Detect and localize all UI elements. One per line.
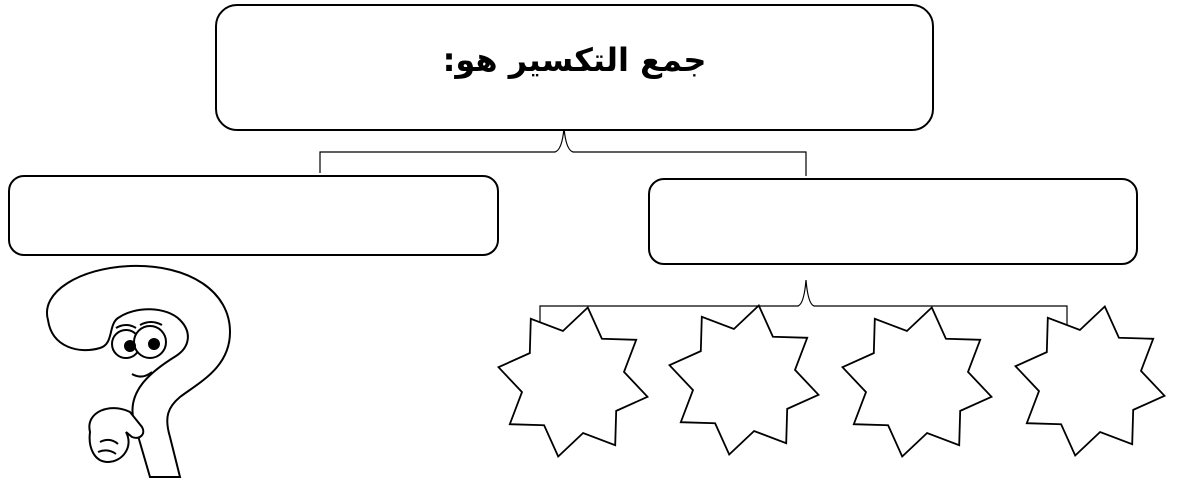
star-shape-4[interactable] — [1013, 304, 1167, 458]
stars-group — [496, 303, 1167, 459]
main-title: جمع التكسير هو: — [442, 41, 707, 79]
top-bracket — [319, 127, 807, 176]
question-mark-character-icon — [45, 264, 232, 478]
star-shape-2[interactable] — [667, 303, 821, 457]
left-answer-box[interactable] — [8, 175, 499, 256]
right-answer-box[interactable] — [648, 178, 1138, 265]
star-shape-3[interactable] — [840, 305, 994, 459]
main-concept-box — [215, 4, 934, 131]
stars-bracket — [539, 279, 1068, 333]
star-shape-1[interactable] — [496, 305, 650, 459]
